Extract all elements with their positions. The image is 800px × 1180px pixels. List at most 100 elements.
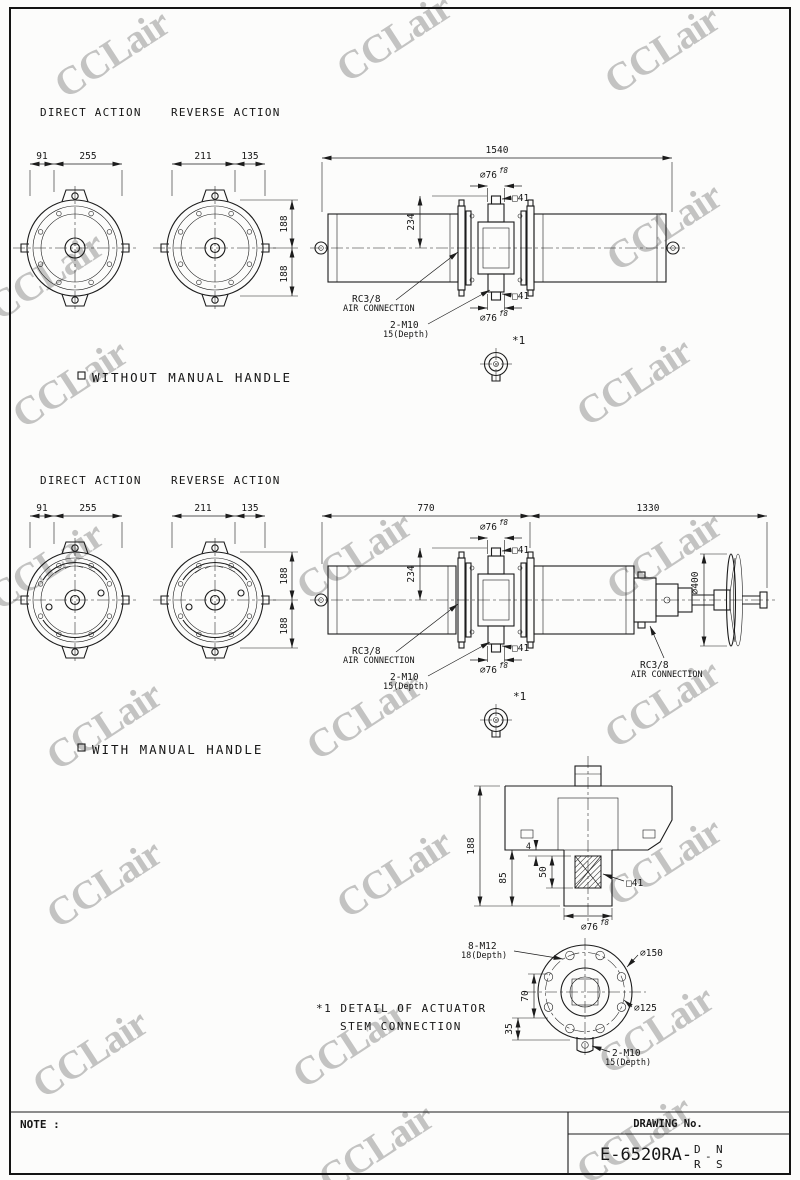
callout-2-m10-detail: 2-M10 15(Depth) [591, 1045, 651, 1068]
svg-text:AIR CONNECTION: AIR CONNECTION [631, 670, 703, 680]
svg-text:35: 35 [504, 1023, 515, 1034]
svg-text:234: 234 [406, 565, 417, 582]
section-with-manual-handle: DIRECT ACTION REVERSE ACTION 91 255 211 [13, 474, 775, 757]
dim-dia76-bottom-1: ⌀76 f8 [470, 294, 522, 324]
svg-text:STEM CONNECTION: STEM CONNECTION [340, 1020, 462, 1033]
svg-text:AIR CONNECTION: AIR CONNECTION [343, 656, 415, 666]
svg-text:RC3/8: RC3/8 [352, 646, 381, 657]
stem-flange-view [524, 938, 646, 1058]
svg-text:18(Depth): 18(Depth) [461, 951, 507, 961]
svg-text:D: D [694, 1143, 701, 1156]
svg-text:□41: □41 [512, 545, 529, 556]
svg-text:RC3/8: RC3/8 [352, 294, 381, 305]
dim-188-detail: 188 [466, 785, 560, 907]
svg-text:50: 50 [538, 866, 549, 878]
callout-sq41-bottom-1: □41 [501, 291, 529, 302]
svg-text:255: 255 [79, 151, 96, 162]
svg-text:RC3/8: RC3/8 [640, 660, 669, 671]
side-view-2 [310, 547, 775, 653]
dim-dia76-detail: ⌀76 f8 [563, 908, 613, 933]
svg-text:91: 91 [36, 151, 48, 162]
svg-text:8-M12: 8-M12 [468, 941, 497, 952]
section-stem-detail: 188 85 4 50 □41 [316, 756, 673, 1068]
callout-air-connection-2-left: RC3/8 AIR CONNECTION [343, 603, 459, 666]
drawing-number: E-6520RA- D R - N S [600, 1143, 723, 1171]
drawing-no-label: DRAWING No. [633, 1118, 703, 1130]
handwheel [692, 553, 768, 647]
svg-text:WITHOUT MANUAL HANDLE: WITHOUT MANUAL HANDLE [92, 370, 292, 385]
svg-text:N: N [716, 1143, 723, 1156]
dim-188-188-front-2: 188 188 [240, 551, 298, 649]
dim-1540: 1540 [321, 145, 673, 212]
dim-dia400: ⌀400 [690, 553, 727, 647]
callout-2-m10-1: 2-M10 15(Depth) [383, 289, 491, 340]
dim-234-2: 234 [406, 547, 487, 600]
dim-211-135: 211 135 [171, 151, 266, 196]
side-view-1 [310, 195, 688, 301]
front-view-direct-1 [12, 185, 138, 311]
svg-text:91: 91 [36, 503, 48, 514]
callout-air-connection-1: RC3/8 AIR CONNECTION [343, 251, 459, 314]
callout-air-connection-2-right: RC3/8 AIR CONNECTION [631, 625, 703, 680]
svg-text:135: 135 [241, 503, 258, 514]
callout-sq41-detail: □41 [602, 873, 643, 889]
direct-action-label-1: DIRECT ACTION [40, 106, 142, 119]
title-block: NOTE : DRAWING No. E-6520RA- D R - N S [10, 1111, 790, 1174]
stem-connection-mini-view-1 [479, 347, 513, 385]
dim-dia76-bottom-2: ⌀76 f8 [470, 646, 522, 676]
svg-text:⌀76: ⌀76 [480, 170, 497, 181]
dim-91-255: 91 255 [29, 151, 123, 196]
svg-text:188: 188 [279, 567, 290, 584]
svg-text:f8: f8 [499, 166, 509, 175]
svg-text:⌀76: ⌀76 [480, 665, 497, 676]
svg-text:255: 255 [79, 503, 96, 514]
svg-text:*1 DETAIL OF ACTUATOR: *1 DETAIL OF ACTUATOR [316, 1002, 487, 1015]
svg-text:4: 4 [526, 842, 531, 852]
reverse-action-label-1: REVERSE ACTION [171, 106, 281, 119]
svg-text:15(Depth): 15(Depth) [605, 1058, 651, 1068]
callout-sq41-bottom-2: □41 [501, 643, 529, 654]
svg-text:15(Depth): 15(Depth) [383, 330, 429, 340]
svg-text:70: 70 [520, 990, 531, 1002]
dim-91-255-2: 91 255 [29, 503, 123, 548]
svg-text:211: 211 [194, 503, 211, 514]
svg-text:S: S [716, 1158, 723, 1171]
svg-text:1540: 1540 [486, 145, 509, 156]
callout-2-m10-2: 2-M10 15(Depth) [383, 641, 491, 692]
callout-8-m12: 8-M12 18(Depth) [461, 941, 564, 961]
svg-text:15(Depth): 15(Depth) [383, 682, 429, 692]
svg-text:f8: f8 [499, 309, 509, 318]
svg-text:188: 188 [279, 215, 290, 232]
dim-188-188-front-1: 188 188 [240, 199, 298, 297]
svg-text:2-M10: 2-M10 [390, 672, 419, 683]
svg-text:⌀76: ⌀76 [480, 313, 497, 324]
svg-text:⌀76: ⌀76 [480, 522, 497, 533]
svg-text:□41: □41 [512, 643, 529, 654]
svg-text:1330: 1330 [637, 503, 660, 514]
ref-1-marker-1: *1 [512, 334, 525, 347]
svg-text:⌀125: ⌀125 [634, 1003, 657, 1014]
dim-770-1330: 770 1330 [321, 503, 768, 588]
svg-text:234: 234 [406, 213, 417, 230]
callout-sq41-top-1: □41 [501, 193, 529, 204]
dim-50: 50 [538, 856, 573, 889]
svg-text:f8: f8 [600, 918, 610, 927]
stem-cross-section [504, 756, 673, 924]
svg-text:2-M10: 2-M10 [612, 1048, 641, 1059]
svg-text:E-6520RA-: E-6520RA- [600, 1145, 692, 1165]
svg-text:188: 188 [466, 837, 477, 854]
svg-text:f8: f8 [499, 518, 509, 527]
ref-1-marker-2: *1 [513, 690, 526, 703]
section-without-manual-handle: DIRECT ACTION REVERSE ACTION 91 255 211 [12, 106, 688, 385]
svg-text:WITH MANUAL HANDLE: WITH MANUAL HANDLE [92, 742, 263, 757]
front-view-reverse-2 [153, 538, 277, 662]
direct-action-label-2: DIRECT ACTION [40, 474, 142, 487]
svg-text:□41: □41 [512, 193, 529, 204]
caption-without-handle: WITHOUT MANUAL HANDLE [77, 370, 292, 385]
dim-85: 85 [498, 849, 562, 906]
callout-sq41-top-2: □41 [501, 545, 529, 556]
front-view-reverse-1 [152, 185, 278, 311]
dim-35: 35 [504, 1018, 570, 1041]
